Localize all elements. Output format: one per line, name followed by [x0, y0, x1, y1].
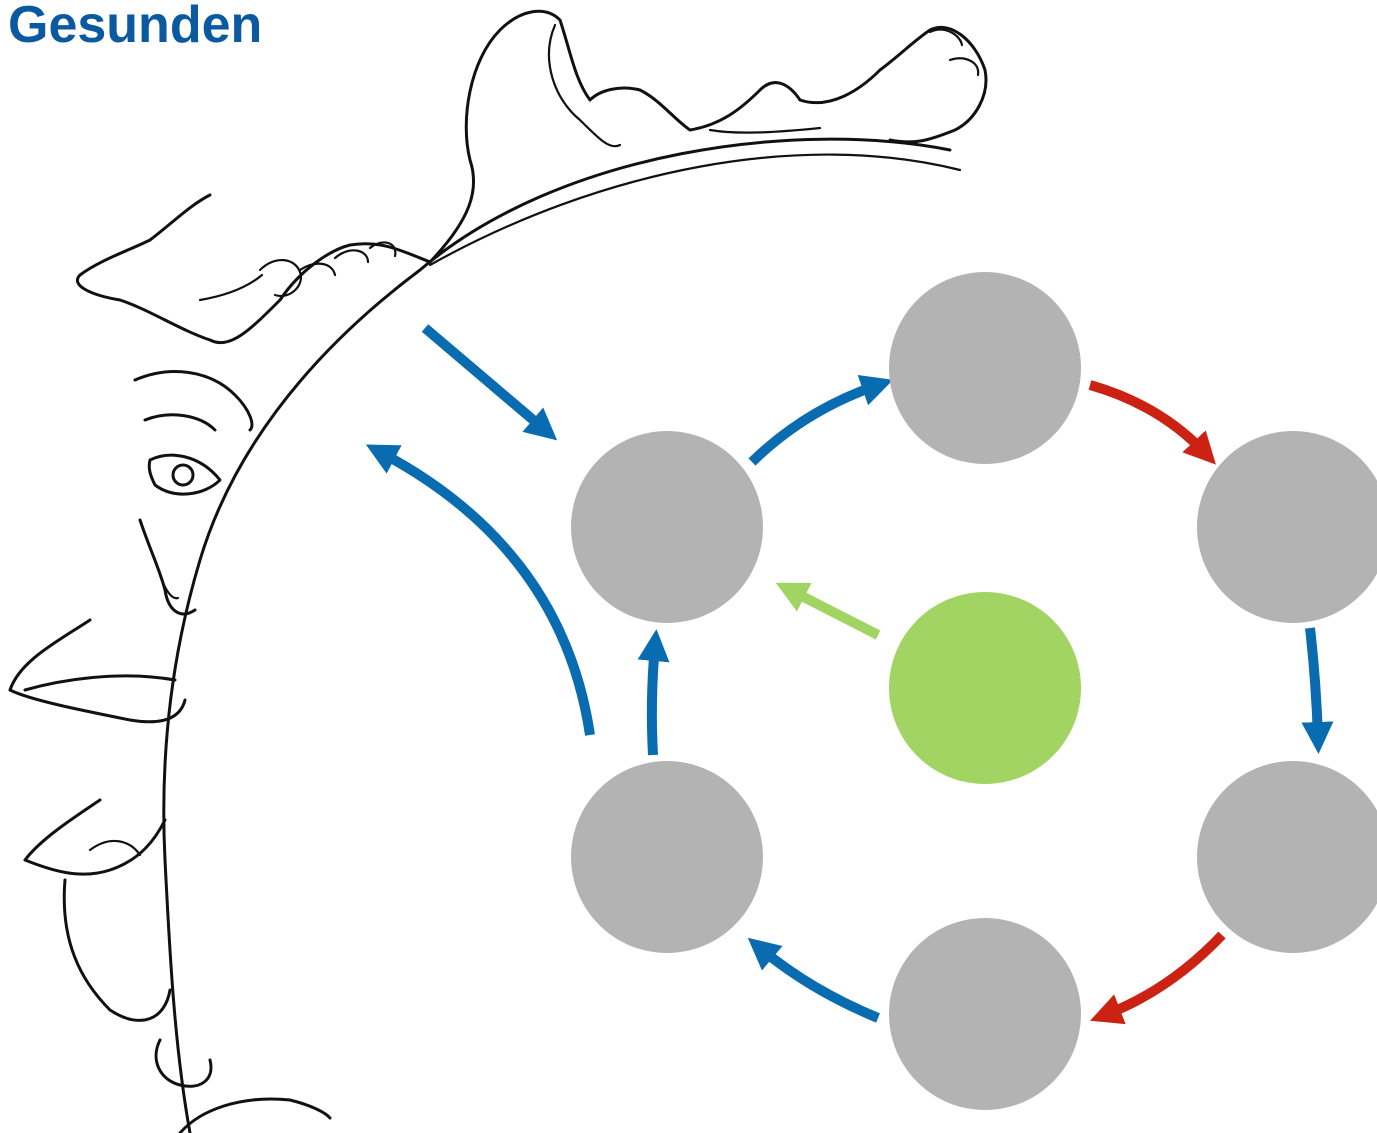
node-bottom: [889, 918, 1081, 1110]
node-center: [889, 592, 1081, 784]
arrow-upperleft-to-top: [748, 375, 894, 466]
arrow-outside-to-upperleft: [421, 324, 558, 441]
arrow-lowerleft-to-outside: [365, 444, 595, 736]
node-lower-right: [1197, 761, 1377, 953]
arrow-lowerleft-to-upperleft: [637, 629, 670, 756]
arrow-center-to-upperleft: [775, 582, 881, 640]
page-title: Gesunden: [8, 0, 263, 54]
node-top: [889, 272, 1081, 464]
node-upper-left: [571, 431, 763, 623]
arrow-upperright-to-lowerright: [1301, 627, 1334, 754]
arrow-top-to-upperright: [1088, 380, 1216, 465]
node-lower-left: [571, 761, 763, 953]
arrow-bottom-to-lowerleft: [747, 937, 880, 1023]
arrow-lowerright-to-bottom: [1090, 931, 1226, 1025]
node-upper-right: [1197, 431, 1377, 623]
